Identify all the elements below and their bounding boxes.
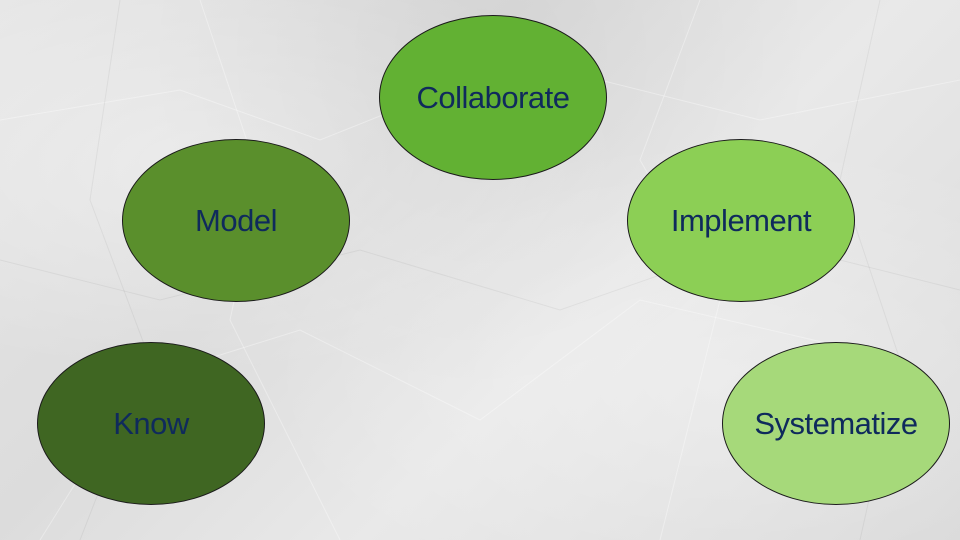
node-label-implement: Implement	[670, 202, 812, 238]
node-know: Know	[37, 342, 265, 505]
node-implement: Implement	[627, 139, 855, 302]
node-model: Model	[122, 139, 350, 302]
node-label-systematize: Systematize	[754, 405, 918, 441]
node-label-know: Know	[113, 405, 189, 441]
node-label-collaborate: Collaborate	[416, 79, 570, 115]
node-systematize: Systematize	[722, 342, 950, 505]
node-label-model: Model	[195, 202, 277, 238]
node-collaborate: Collaborate	[379, 15, 607, 180]
